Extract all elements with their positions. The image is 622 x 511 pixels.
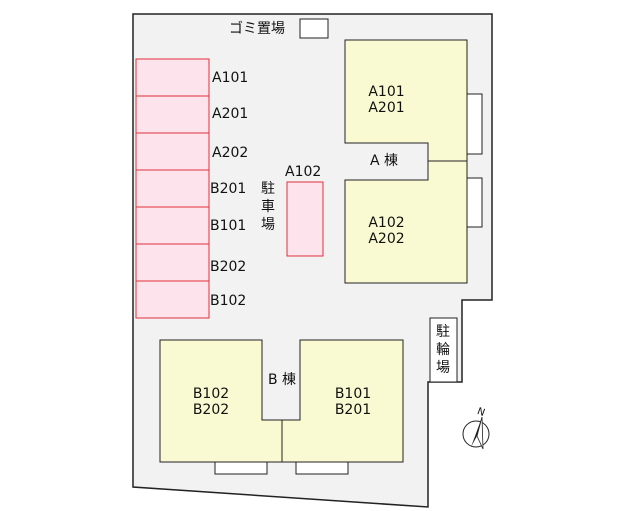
parking-label-b201: B201 <box>210 181 247 197</box>
unit-b-left: B102 B202 <box>163 386 259 418</box>
unit-b-right: B101 B201 <box>305 386 401 418</box>
parking-space-b202 <box>135 243 210 282</box>
parking-label-a101: A101 <box>212 70 249 86</box>
parking-label-b202: B202 <box>210 259 247 275</box>
unit-b202-label: B202 <box>192 402 230 418</box>
building-a <box>344 39 483 284</box>
building-b <box>159 339 404 475</box>
unit-b201-label: B201 <box>334 402 372 418</box>
parking-label-a202: A202 <box>212 145 249 161</box>
balcony-b-left <box>214 461 268 475</box>
building-a-name: A 棟 <box>370 153 399 169</box>
balcony-b-right <box>295 461 349 475</box>
parking-space-b101 <box>135 206 210 245</box>
building-b-name: B 棟 <box>268 372 297 388</box>
unit-b102-label: B102 <box>192 386 230 402</box>
unit-a101-label: A101 <box>368 84 405 100</box>
bicycle-parking-label: 駐輪場 <box>436 324 450 376</box>
unit-a-top: A101 A201 <box>345 84 428 116</box>
unit-a102-label: A102 <box>368 215 405 231</box>
parking-space-a201 <box>135 95 210 134</box>
parking-space-a101 <box>135 58 210 97</box>
parking-space-b201 <box>135 169 210 208</box>
parking-column <box>135 58 210 319</box>
unit-a202-label: A202 <box>368 231 405 247</box>
parking-space-b102 <box>135 280 210 319</box>
parking-label-b101: B101 <box>210 218 247 234</box>
bicycle-parking <box>429 317 458 383</box>
parking-area-label: 駐車場 <box>261 181 275 233</box>
parking-label-a201: A201 <box>212 106 249 122</box>
unit-b101-label: B101 <box>334 386 372 402</box>
garbage-label: ゴミ置場 <box>229 21 285 37</box>
balcony-a-lower <box>466 177 483 228</box>
center-parking-label: A102 <box>285 164 322 180</box>
parking-space-a202 <box>135 132 210 171</box>
parking-space-a102-center <box>286 181 324 257</box>
parking-label-b102: B102 <box>210 293 247 309</box>
unit-a201-label: A201 <box>368 100 405 116</box>
north-arrow-icon <box>462 416 490 450</box>
balcony-a-upper <box>466 93 483 155</box>
unit-a-bottom: A102 A202 <box>345 215 428 247</box>
garbage-area <box>299 18 329 39</box>
